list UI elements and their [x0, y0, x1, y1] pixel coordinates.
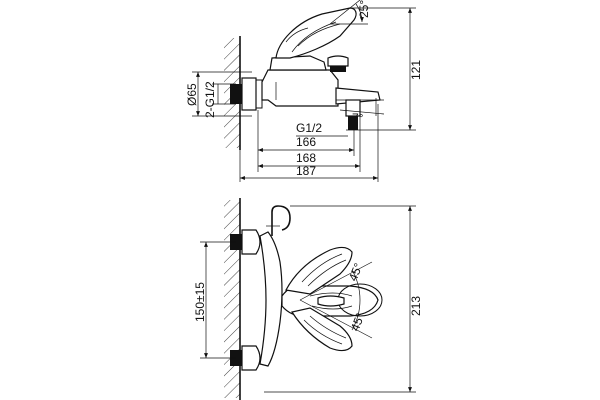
upper-lever [285, 246, 353, 295]
height-label: 121 [409, 60, 423, 80]
side-view: 25° 7° G1/2 121 Ø65 2-G1/2 166 168 [185, 0, 423, 182]
hub-highlight-2 [311, 305, 353, 310]
eccentric-cover [256, 79, 263, 109]
angle-upper-arc [351, 269, 361, 301]
angle-lower-ref [299, 299, 373, 339]
upper-lever-detail-1 [301, 253, 343, 283]
eccentric-nut [241, 77, 257, 111]
lever-highlight-3 [285, 27, 309, 43]
length-c-label: 187 [296, 164, 316, 178]
upper-eccentric-nut [241, 229, 261, 255]
hub-highlight-1 [309, 292, 353, 297]
outlet-thread-label: G1/2 [296, 121, 322, 135]
lower-lever [291, 307, 353, 352]
diverter-knob [327, 55, 349, 67]
body-tube [259, 231, 283, 367]
lower-eccentric-nut [241, 345, 261, 371]
angle-lower-arc [351, 299, 361, 331]
angle-lower-label: 45° [348, 311, 368, 333]
angle-upper-label: 45° [346, 261, 366, 283]
lower-lever-detail-1 [303, 319, 343, 345]
angle-25-label: 25° [357, 0, 371, 18]
lever-highlight-1 [291, 21, 337, 53]
lower-lever-detail-2 [309, 315, 347, 339]
outlet-thread [348, 116, 358, 130]
center-distance-label: 150±15 [193, 282, 207, 322]
angle-upper-ref [299, 261, 373, 301]
eccentric-thread [230, 84, 242, 104]
lever-highlight-2 [297, 23, 341, 47]
angle-7-ref-2 [339, 109, 385, 115]
length-a-label: 166 [296, 135, 316, 149]
connection-label: 2-G1/2 [203, 81, 217, 118]
angle-7-label: 7° [352, 111, 364, 125]
depth-label: 213 [409, 296, 423, 316]
top-view: 45° 45° 150±15 213 [193, 198, 423, 400]
mixer-body [261, 69, 339, 107]
length-b-label: 168 [296, 151, 316, 165]
angle-25-arc [355, 3, 364, 23]
upper-lever-detail-2 [307, 259, 347, 287]
diverter-stem [330, 66, 346, 72]
wall-hatch-bottom [224, 200, 240, 398]
hub-slot [317, 295, 345, 307]
cartridge-housing [269, 55, 327, 71]
diameter-label: Ø65 [185, 83, 199, 106]
hand-shower-hook [271, 205, 291, 236]
angle-25-ref-1 [329, 0, 361, 25]
